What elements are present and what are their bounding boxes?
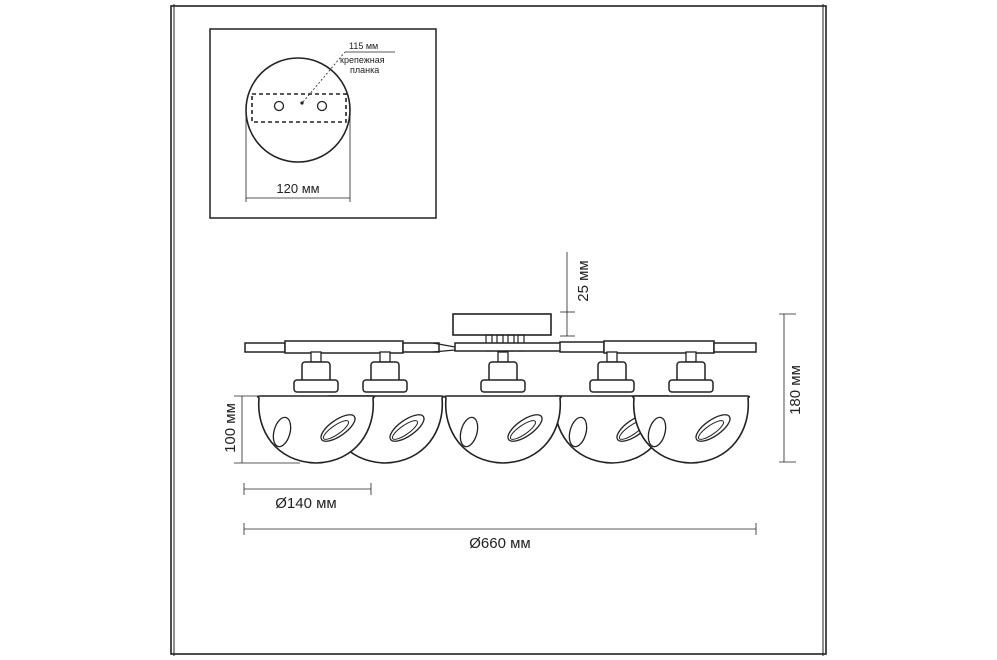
lamp-shade [631, 395, 751, 464]
lamp-shade [443, 395, 563, 464]
fixture-arm-right [559, 340, 757, 354]
mount-inset: 115 мм крепежная планка 120 мм [209, 28, 437, 219]
lamp-5 [631, 351, 751, 464]
bracket-caption-line2: планка [350, 65, 379, 75]
shade-diameter-label: Ø140 мм [275, 495, 337, 512]
fixture-arm-left [244, 340, 440, 354]
total-height-label: 180 мм [787, 365, 804, 415]
dim-total-diameter [243, 523, 757, 535]
bracket-hole-right [316, 100, 328, 112]
dim-total-height [779, 313, 796, 463]
mount-base-circle [245, 57, 351, 163]
base-diameter-label: 120 мм [276, 181, 319, 196]
fixture-arm-center [454, 342, 563, 352]
bracket-caption-line1: крепежная [340, 55, 385, 65]
lamp-3 [443, 351, 563, 464]
fixture-side-view: 25 мм 180 мм 100 мм Ø140 мм Ø660 мм [222, 252, 804, 552]
dim-plate-height [560, 252, 575, 337]
dim-shade-height [234, 395, 300, 464]
bracket-center-dot [300, 101, 304, 105]
mounting-bracket [251, 93, 347, 123]
total-diameter-label: Ø660 мм [469, 535, 531, 552]
inset-frame [209, 28, 437, 219]
lamp-1 [256, 351, 376, 464]
bracket-leader [302, 51, 346, 103]
plate-height-label: 25 мм [575, 260, 592, 301]
bracket-hole-left [273, 100, 285, 112]
dim-shade-diameter [243, 483, 372, 495]
ceiling-plate [452, 313, 552, 336]
outer-frame [170, 4, 827, 656]
bracket-size-label: 115 мм [349, 41, 378, 51]
shade-height-label: 100 мм [222, 403, 239, 453]
